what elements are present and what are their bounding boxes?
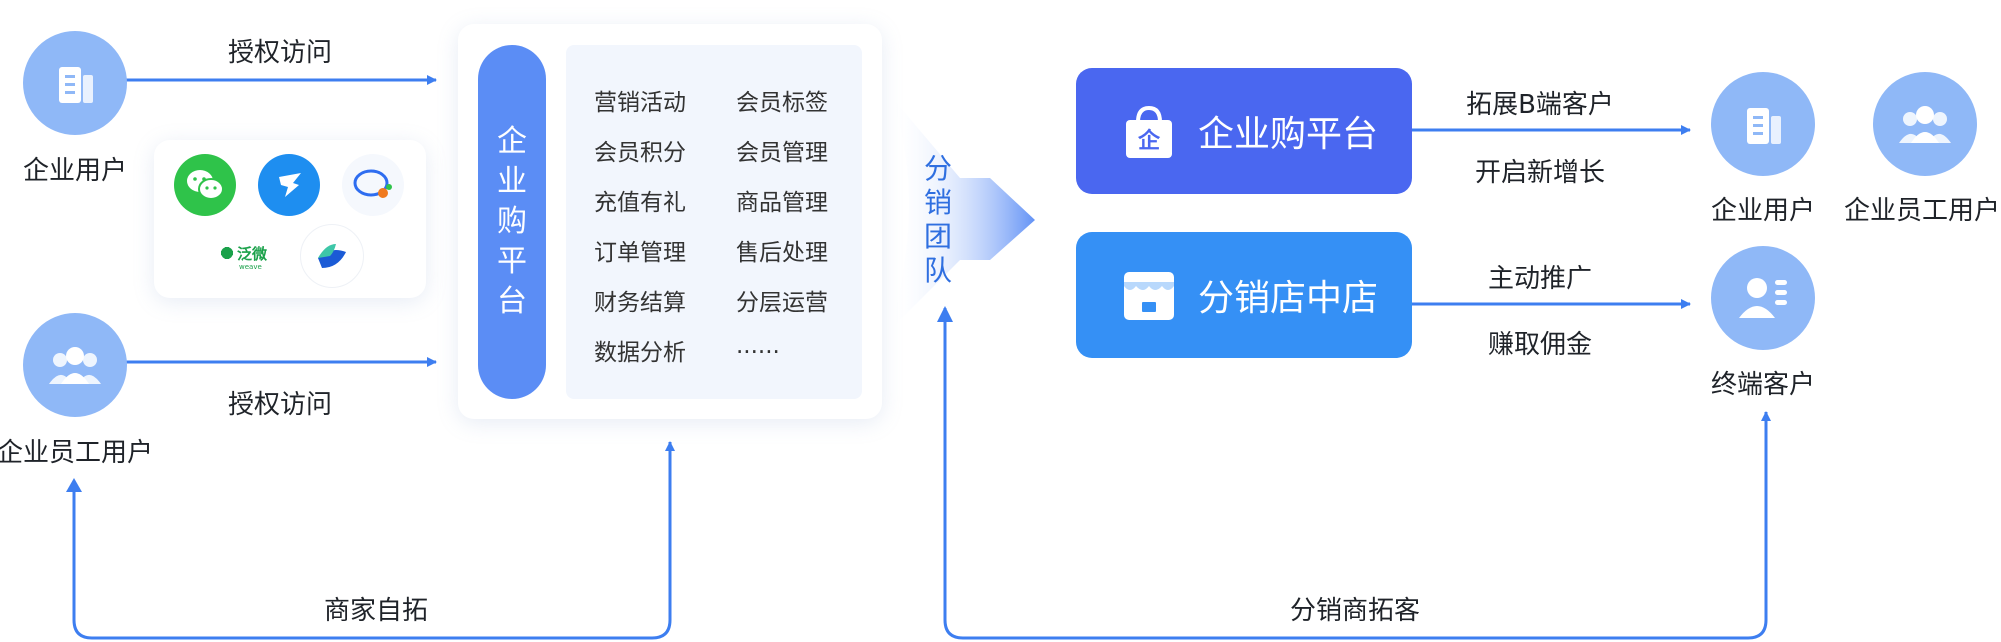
pill-char: 购 [497, 204, 527, 239]
distributor-expand-label: 分销商拓客 [1289, 596, 1421, 626]
employee-user-avatar [23, 313, 127, 417]
store-in-store-box[interactable]: 分销店中店 [1076, 232, 1412, 358]
svg-text:weave: weave [239, 263, 262, 271]
auth-access-bottom-label: 授权访问 [228, 390, 333, 420]
feature-item: 财务结算 [594, 290, 686, 316]
customer-card-icon [1739, 278, 1787, 318]
feature-item: ...... [736, 333, 780, 359]
group-users-icon [1899, 106, 1951, 143]
feature-item: 数据分析 [594, 340, 686, 366]
right-employee-user-label: 企业员工用户 [1843, 196, 2001, 226]
terminal-customer-label: 终端客户 [1710, 370, 1816, 400]
storefront-icon [1124, 272, 1174, 320]
new-growth-label: 开启新增长 [1474, 158, 1606, 188]
feature-item: 售后处理 [736, 240, 828, 266]
feature-item: 分层运营 [736, 290, 828, 316]
enterprise-platform-title: 企业购平台 [1198, 114, 1379, 155]
pill-char: 平 [497, 244, 527, 279]
feishu-app-icon[interactable] [342, 154, 404, 216]
svg-text:企: 企 [1137, 128, 1161, 154]
wechat-app-icon[interactable] [174, 154, 236, 216]
enterprise-purchase-platform-box[interactable]: 企 企业购平台 [1076, 68, 1412, 194]
weaver-app-icon[interactable]: 泛微 weave [216, 224, 278, 286]
feature-item: 营销活动 [594, 90, 686, 116]
merchant-loop [72, 441, 675, 640]
auth-access-top-label: 授权访问 [228, 38, 333, 68]
merchant-self-expand-label: 商家自拓 [323, 596, 429, 626]
store-in-store-title: 分销店中店 [1198, 278, 1379, 319]
promote-label: 主动推广 [1487, 264, 1593, 294]
pill-char: 台 [497, 284, 527, 319]
enterprise-platform-pill: 企 业 购 平 台 [478, 45, 546, 399]
feature-list-panel: 营销活动 会员标签 会员积分 会员管理 充值有礼 商品管理 订单管理 售后处理 … [566, 45, 862, 399]
feature-item: 会员标签 [736, 90, 828, 116]
terminal-customer-avatar [1711, 246, 1815, 350]
distribution-team-label: 分 销 团 队 [924, 152, 953, 287]
shopping-bag-icon: 企 [1126, 105, 1172, 158]
building-icon [59, 67, 93, 103]
feature-item: 会员积分 [594, 140, 686, 166]
right-enterprise-user-avatar [1711, 72, 1815, 176]
expand-b-label: 拓展B端客户 [1466, 90, 1614, 120]
employee-user-label: 企业员工用户 [0, 438, 154, 468]
team-gradient-arrow [890, 95, 1035, 330]
commission-label: 赚取佣金 [1487, 330, 1593, 360]
group-users-icon [49, 347, 101, 384]
building-icon [1747, 108, 1781, 144]
third-party-apps-card: 泛微 weave [154, 140, 426, 298]
feature-item: 商品管理 [736, 190, 828, 216]
svg-text:泛微: 泛微 [237, 245, 268, 263]
enterprise-user-label: 企业用户 [22, 156, 128, 186]
right-enterprise-user-label: 企业用户 [1710, 196, 1816, 226]
feature-item: 会员管理 [736, 140, 828, 166]
enterprise-user-avatar [23, 31, 127, 135]
feature-item: 充值有礼 [594, 190, 686, 216]
distributor-loop [943, 308, 1771, 640]
pill-char: 企 [497, 124, 527, 159]
right-employee-user-avatar [1873, 72, 1977, 176]
pill-char: 业 [497, 164, 527, 199]
lark-app-icon[interactable] [300, 224, 364, 288]
feature-item: 订单管理 [594, 240, 686, 266]
dingtalk-app-icon[interactable] [258, 154, 320, 216]
